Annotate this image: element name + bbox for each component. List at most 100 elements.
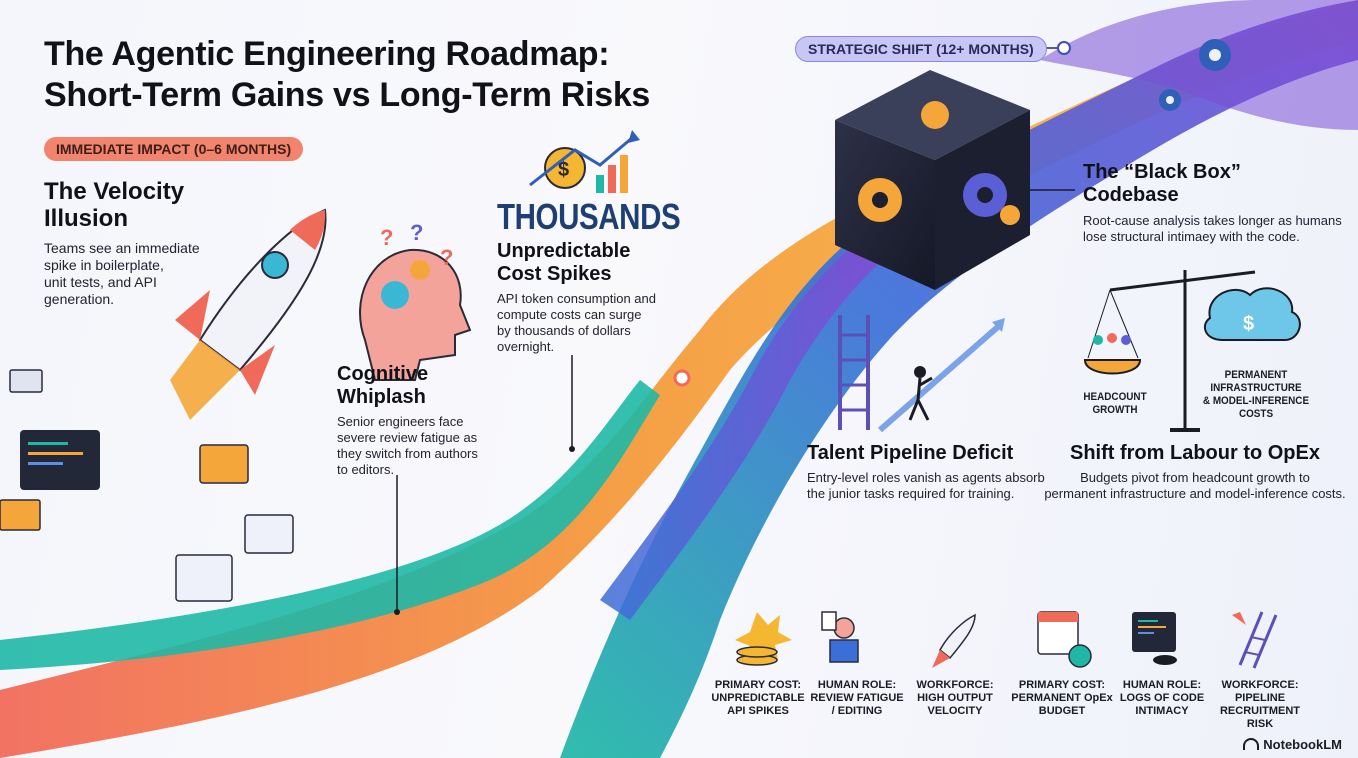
svg-text:$: $ [558,159,569,181]
scale-right-line: INFRASTRUCTURE [1210,382,1302,394]
cost-title-2: Cost Spikes [497,263,612,285]
scale-left-caption: HEADCOUNT GROWTH [1079,391,1151,417]
teal-ribbon [0,380,660,670]
whiplash-body-line: Senior engineers face [337,414,464,429]
summary-item: PRIMARY COST: UNPREDICTABLE API SPIKES [706,679,810,718]
summary-line: BUDGET [1038,705,1086,717]
summary-item: WORKFORCE: PIPELINE RECRUITMENT RISK [1208,679,1312,731]
summary-line: HUMAN ROLE: [1122,679,1202,691]
whiplash-title-1: Cognitive [337,363,429,385]
whiplash-body-line: they switch from authors [337,446,478,461]
summary-line: RECRUITMENT RISK [1219,705,1301,730]
cost-section: Unpredictable Cost Spikes API token cons… [497,240,677,355]
cost-body-line: by thousands of dollars [497,323,631,338]
ladder-icon [838,315,1005,433]
summary-line: / EDITING [831,705,883,717]
code-window-icon [0,369,294,602]
talent-title: Talent Pipeline Deficit [807,442,1014,464]
whiplash-section: Cognitive Whiplash Senior engineers face… [337,363,517,478]
summary-line: UNPREDICTABLE [711,692,805,704]
svg-text:?: ? [440,245,453,270]
summary-line: LOGS OF CODE [1119,692,1205,704]
purple-ribbon [600,180,960,620]
notebooklm-logo-icon [1243,738,1260,750]
opex-body-line: permanent infrastructure and model-infer… [1044,486,1346,501]
opex-body: Budgets pivot from headcount growth to p… [1040,470,1350,502]
opex-body-line: Budgets pivot from headcount growth to [1080,470,1310,485]
title-line-1: The Agentic Engineering Roadmap: [44,35,610,73]
immediate-phase-badge: IMMEDIATE IMPACT (0–6 MONTHS) [44,137,304,161]
summary-line: VELOCITY [927,705,983,717]
coin-chart-icon: $ [529,130,640,193]
scale-right-line: COSTS [1238,408,1274,420]
gears-icon [1159,39,1231,111]
summary-line: WORKFORCE: [916,679,994,691]
svg-text:?: ? [380,225,393,250]
summary-item: PRIMARY COST: PERMANENT OpEx BUDGET [1010,679,1114,718]
cost-body: API token consumption and compute costs … [497,291,677,355]
summary-icons [735,611,1278,669]
balance-scale-icon: $ [1083,270,1301,432]
thousands-headline: THOUSANDS [497,196,681,237]
whiplash-title-2: Whiplash [337,386,426,408]
velocity-section: The Velocity Illusion Teams see an immed… [44,178,274,308]
summary-line: PRIMARY COST: [1018,679,1106,691]
talent-section: Talent Pipeline Deficit Entry-level role… [807,442,1047,502]
strategic-phase-badge: STRATEGIC SHIFT (12+ MONTHS) [795,36,1047,62]
summary-line: PRIMARY COST: [714,679,802,691]
velocity-body-line: Teams see an immediate [44,240,200,256]
whiplash-body-line: severe review fatigue as [337,430,478,445]
velocity-body-line: spike in boilerplate, [44,257,164,273]
head-gears-icon: ? ? ? [359,220,472,381]
summary-line: API SPIKES [727,705,789,717]
summary-line: WORKFORCE: [1221,679,1299,691]
summary-line: INTIMACY [1135,705,1189,717]
summary-item: WORKFORCE: HIGH OUTPUT VELOCITY [903,679,1007,718]
velocity-title-1: The Velocity [44,178,185,205]
talent-body-line: Entry-level roles vanish as agents absor… [807,470,1045,485]
cost-dot [569,446,575,452]
summary-line: PIPELINE [1234,692,1286,704]
cost-body-line: compute costs can surge [497,307,642,322]
summary-line: HUMAN ROLE: [817,679,897,691]
scale-right-line: & MODEL-INFERENCE [1202,395,1310,407]
black-box-cube-icon [835,70,1075,290]
talent-body-line: the junior tasks required for training. [807,486,1015,501]
blackbox-body: Root-cause analysis takes longer as huma… [1083,213,1353,245]
notebooklm-brand: NotebookLM [1243,737,1342,752]
scale-left-line: GROWTH [1092,404,1138,416]
velocity-title-2: Illusion [44,205,128,232]
talent-body: Entry-level roles vanish as agents absor… [807,470,1047,502]
cost-body-line: API token consumption and [497,291,656,306]
summary-line: REVIEW FATIGUE [810,692,904,704]
blackbox-body-line: lose structural intimaey with the code. [1083,229,1300,244]
summary-line: PERMANENT OpEx [1011,692,1113,704]
whiplash-dot [394,609,400,615]
page-title: The Agentic Engineering Roadmap: Short-T… [44,34,744,116]
title-line-2: Short-Term Gains vs Long-Term Risks [44,76,651,114]
whiplash-body: Senior engineers face severe review fati… [337,414,517,478]
whiplash-body-line: to editors. [337,462,395,477]
blackbox-title-2: Codebase [1083,184,1179,206]
scale-right-line: PERMANENT [1224,369,1288,381]
summary-line: HIGH OUTPUT [917,692,993,704]
timeline-node [673,369,691,387]
brand-label: NotebookLM [1263,737,1342,752]
summary-item: HUMAN ROLE: REVIEW FATIGUE / EDITING [805,679,909,718]
blackbox-title-1: The “Black Box” [1083,161,1241,183]
velocity-body-line: generation. [44,291,115,307]
velocity-body: Teams see an immediate spike in boilerpl… [44,240,274,308]
opex-title: Shift from Labour to OpEx [1070,442,1320,464]
blackbox-body-line: Root-cause analysis takes longer as huma… [1083,213,1342,228]
svg-text:?: ? [410,220,423,245]
rocket-icon [170,208,327,420]
scale-right-caption: PERMANENT INFRASTRUCTURE & MODEL-INFEREN… [1202,369,1310,421]
blackbox-section: The “Black Box” Codebase Root-cause anal… [1083,161,1353,245]
svg-text:$: $ [1243,313,1254,335]
purple-cloud [1040,0,1358,130]
summary-item: HUMAN ROLE: LOGS OF CODE INTIMACY [1110,679,1214,718]
velocity-body-line: unit tests, and API [44,274,157,290]
cost-title-1: Unpredictable [497,240,631,262]
